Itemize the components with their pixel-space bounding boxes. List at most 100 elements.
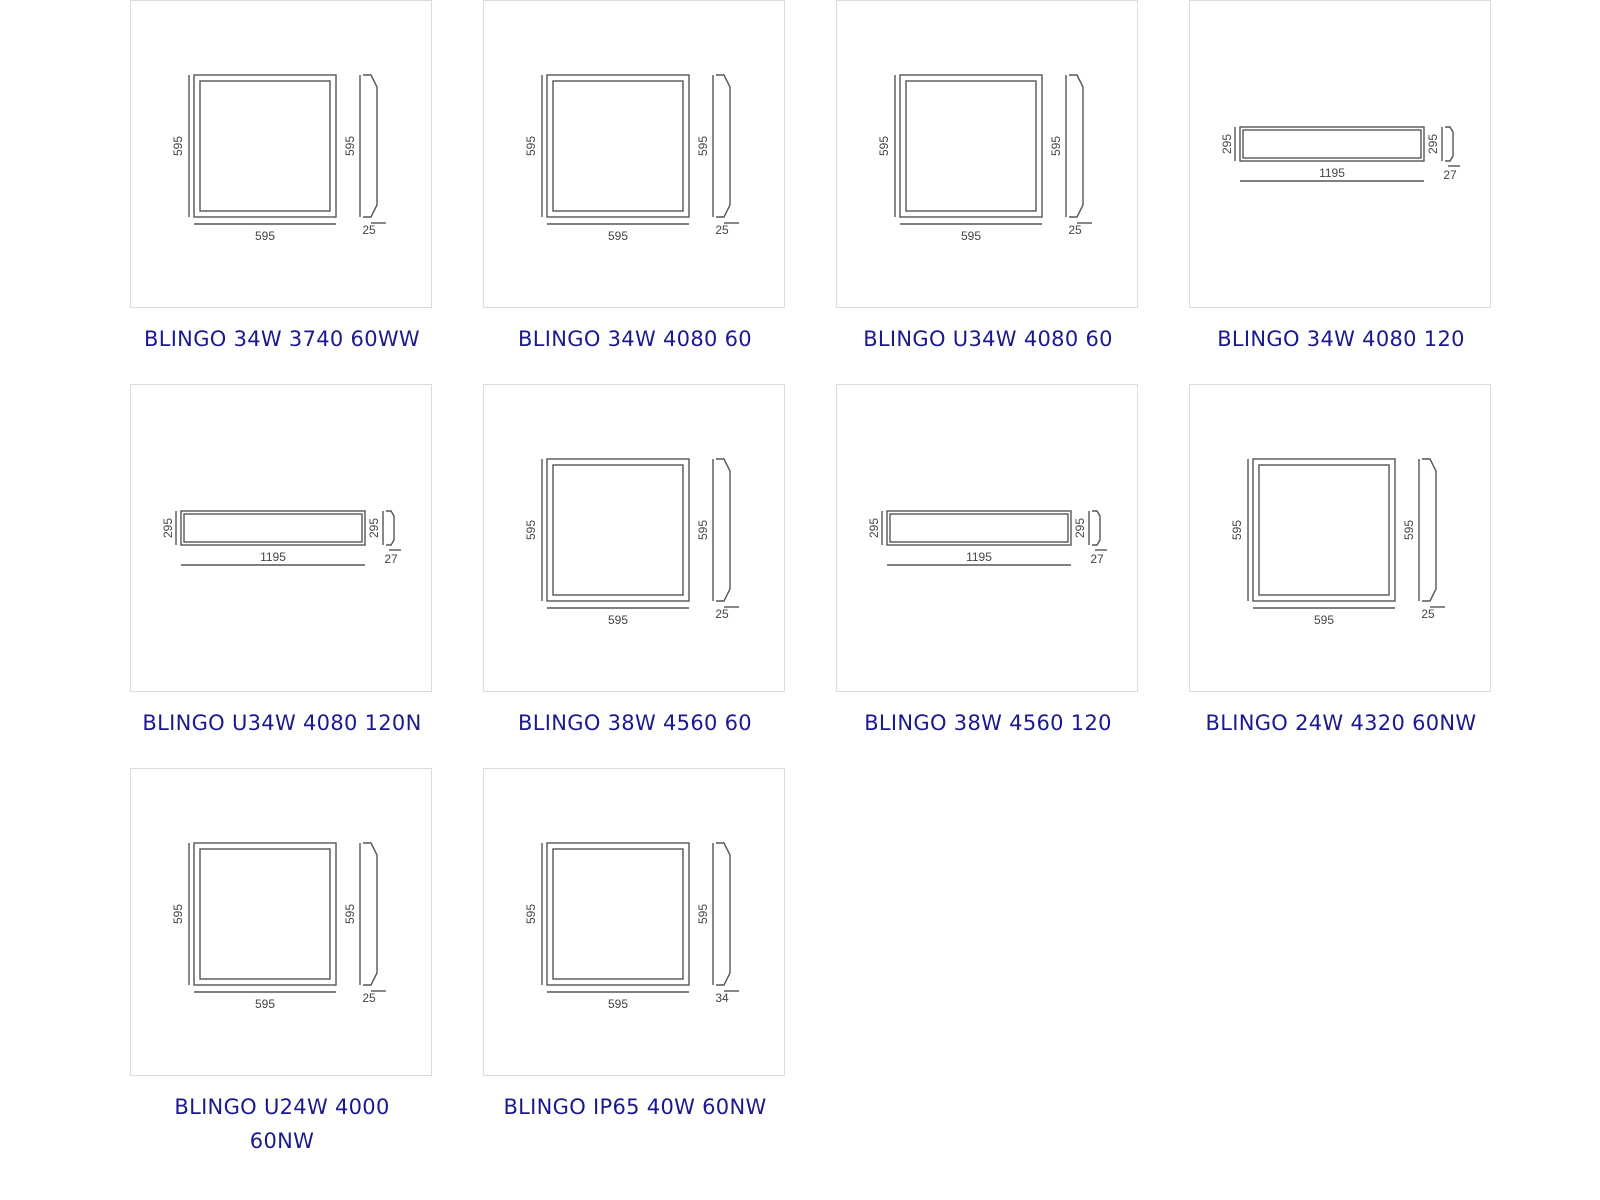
height-label: 595: [171, 904, 185, 924]
product-title[interactable]: BLINGO 34W 3740 60WW: [143, 327, 421, 351]
width-label: 1195: [1319, 166, 1345, 180]
panel-inner: [905, 80, 1037, 212]
depth-label: 25: [1068, 223, 1082, 237]
width-label: 595: [255, 229, 275, 243]
panel-inner: [552, 80, 684, 212]
side-profile: [716, 74, 731, 218]
depth-label: 27: [1443, 168, 1457, 182]
product-drawing[interactable]: 595 595 595 25: [483, 384, 785, 692]
panel-frame: [180, 510, 366, 546]
side-profile: [1069, 74, 1084, 218]
depth-label: 25: [715, 607, 729, 621]
side-height-label: 595: [343, 136, 357, 156]
side-profile: [1422, 458, 1437, 602]
product-title[interactable]: BLINGO 24W 4320 60NW: [1205, 711, 1477, 735]
height-label: 595: [524, 520, 538, 540]
product-title[interactable]: BLINGO IP65 40W 60NW: [503, 1095, 767, 1119]
technical-drawing: 595 595 595 25: [171, 74, 386, 243]
side-height-label: 595: [696, 904, 710, 924]
side-profile: [716, 842, 731, 986]
side-height-label: 595: [1402, 520, 1416, 540]
panel-inner: [183, 513, 363, 543]
depth-label: 25: [362, 223, 376, 237]
product-title[interactable]: BLINGO 34W 4080 120: [1217, 327, 1465, 351]
panel-frame: [1239, 126, 1425, 162]
panel-inner: [889, 513, 1069, 543]
width-label: 595: [961, 229, 981, 243]
side-profile: [1445, 126, 1454, 162]
panel-frame: [546, 74, 690, 218]
product-drawing[interactable]: 595 595 595 25: [130, 0, 432, 308]
panel-frame: [886, 510, 1072, 546]
product-title[interactable]: BLINGO 34W 4080 60: [518, 327, 752, 351]
product-card[interactable]: 595 595 595 25 BLINGO 34W 3740 60WW: [130, 0, 434, 384]
product-title[interactable]: BLINGO 38W 4560 60: [518, 711, 752, 735]
height-label: 595: [524, 904, 538, 924]
width-label: 595: [608, 613, 628, 627]
width-label: 1195: [966, 550, 992, 564]
panel-inner: [199, 848, 331, 980]
panel-frame: [193, 74, 337, 218]
panel-inner: [552, 464, 684, 596]
panel-inner: [1242, 129, 1422, 159]
panel-frame: [899, 74, 1043, 218]
panel-inner: [199, 80, 331, 212]
side-height-label: 295: [1073, 518, 1087, 538]
depth-label: 25: [362, 991, 376, 1005]
depth-label: 27: [1090, 552, 1104, 566]
product-title[interactable]: BLINGO U24W 4000 60NW: [174, 1095, 390, 1153]
product-card[interactable]: 595 595 595 25 BLINGO 38W 4560 60: [483, 384, 787, 768]
panel-inner: [1258, 464, 1390, 596]
side-height-label: 295: [1426, 134, 1440, 154]
side-profile: [386, 510, 395, 546]
panel-frame: [546, 842, 690, 986]
product-title[interactable]: BLINGO 38W 4560 120: [864, 711, 1112, 735]
technical-drawing: 595 595 595 25: [524, 458, 739, 627]
product-title[interactable]: BLINGO U34W 4080 120N: [142, 711, 422, 735]
panel-frame: [1252, 458, 1396, 602]
width-label: 1195: [260, 550, 286, 564]
depth-label: 25: [715, 223, 729, 237]
product-title[interactable]: BLINGO U34W 4080 60: [863, 327, 1113, 351]
side-profile: [1092, 510, 1101, 546]
depth-label: 27: [384, 552, 398, 566]
width-label: 595: [608, 997, 628, 1011]
side-height-label: 595: [696, 136, 710, 156]
depth-label: 25: [1421, 607, 1435, 621]
height-label: 595: [1230, 520, 1244, 540]
height-label: 595: [171, 136, 185, 156]
side-height-label: 295: [367, 518, 381, 538]
height-label: 595: [524, 136, 538, 156]
height-label: 295: [1220, 134, 1234, 154]
height-label: 295: [867, 518, 881, 538]
side-height-label: 595: [696, 520, 710, 540]
side-profile: [363, 74, 378, 218]
height-label: 295: [161, 518, 175, 538]
side-profile: [363, 842, 378, 986]
height-label: 595: [877, 136, 891, 156]
side-height-label: 595: [343, 904, 357, 924]
